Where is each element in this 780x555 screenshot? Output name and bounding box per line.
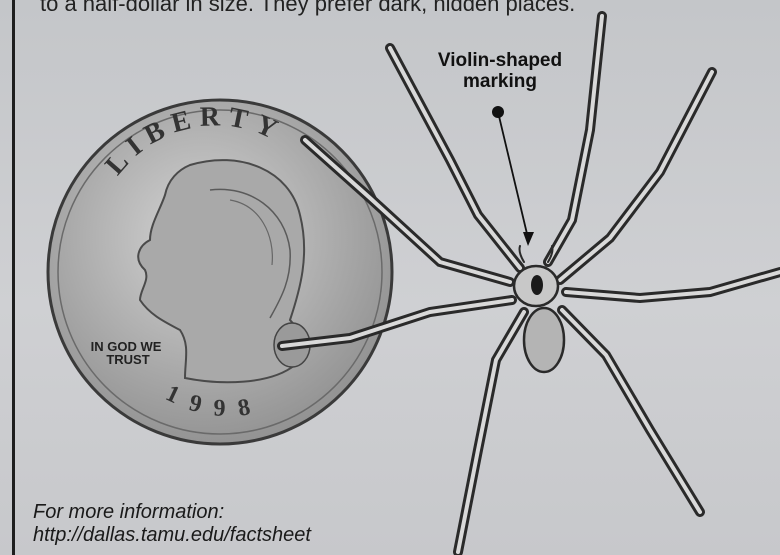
violin-marking-callout: Violin-shaped marking — [405, 50, 595, 92]
info-label: For more information: — [33, 501, 311, 524]
more-info-block: For more information: http://dallas.tamu… — [33, 501, 311, 547]
callout-pointer — [492, 106, 534, 246]
coin-motto-line2: TRUST — [106, 352, 149, 367]
callout-line2: marking — [405, 71, 595, 92]
callout-line1: Violin-shaped — [405, 50, 595, 71]
quarter-coin: LIBERTY 1998 IN GOD WE TRUST — [48, 100, 392, 444]
violin-marking — [531, 275, 543, 295]
info-url: http://dallas.tamu.edu/factsheet — [33, 524, 311, 547]
spider-abdomen — [524, 308, 564, 372]
